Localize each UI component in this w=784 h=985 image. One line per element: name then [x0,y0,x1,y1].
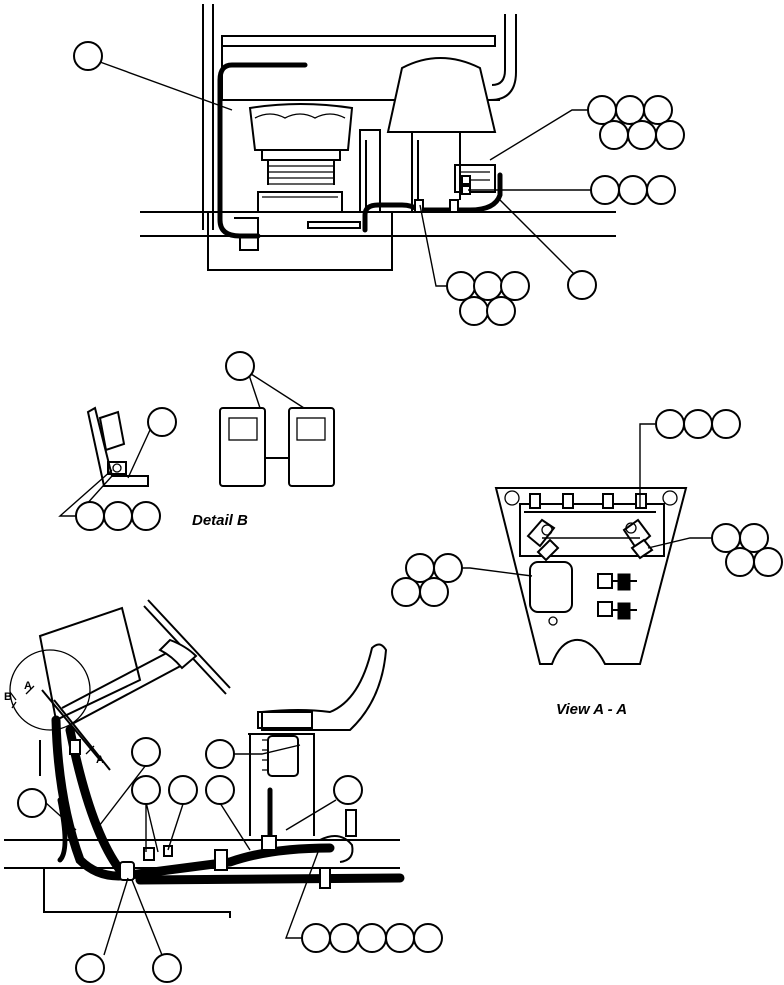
callout-bubble [590,175,620,205]
top-callouts [73,41,685,326]
callout-bubble [433,553,463,583]
callout-bubble [419,577,449,607]
bottom-side-view: B A A [4,599,443,983]
relay-row [529,493,647,509]
operator-seat-side [248,643,388,836]
callout-bubble [587,95,617,125]
top-cab-view [140,4,616,271]
operator-seat [248,103,354,213]
main-harness-top [217,62,308,239]
callout-bubble [75,501,105,531]
callout-bubble [103,501,133,531]
detail-b-caption: Detail B [192,512,248,529]
detail-b: Detail B [192,351,335,529]
callout-bubble [615,95,645,125]
callout-bubble [152,953,182,983]
callout-bubble [329,923,359,953]
callout-bubble [301,923,331,953]
callout-bubble [486,296,516,326]
control-box [529,561,573,613]
callout-bubble [205,775,235,805]
steering-column [9,599,231,776]
callout-bubble [357,923,387,953]
section-marker-a-upper: A [24,680,32,692]
callout-bubble [205,739,235,769]
callout-bubble [711,409,741,439]
callout-bubble [446,271,476,301]
callout-bubble [459,296,489,326]
callout-bubble [753,547,783,577]
callout-bubble [646,175,676,205]
control-console [386,57,497,212]
section-marker-a-lower: A [96,754,104,766]
callout-bubble [168,775,198,805]
callout-bubble [618,175,648,205]
callout-bubble [17,788,47,818]
callout-bubble [131,775,161,805]
callout-bubble [131,737,161,767]
callout-bubble [385,923,415,953]
callout-bubble [225,351,255,381]
bottom-callouts [17,737,443,983]
section-marker-b: B [4,691,12,703]
callout-bubble [725,547,755,577]
callout-bubble [500,271,530,301]
callout-bubble [655,120,685,150]
view-a-a-caption: View A - A [556,701,627,718]
callout-bubble [739,523,769,553]
lower-harness [51,715,405,889]
callout-bubble [75,953,105,983]
callout-bubble [73,41,103,71]
callout-bubble [643,95,673,125]
callout-bubble [391,577,421,607]
bracket-detail [58,406,177,531]
view-a-a: View A - A [391,409,783,718]
callout-bubble [627,120,657,150]
callout-bubble [655,409,685,439]
callout-bubble [413,923,443,953]
callout-bubble [599,120,629,150]
callout-bubble [147,407,177,437]
callout-bubble [567,270,597,300]
callout-bubble [131,501,161,531]
callout-bubble [333,775,363,805]
callout-bubble [683,409,713,439]
callout-bubble [473,271,503,301]
